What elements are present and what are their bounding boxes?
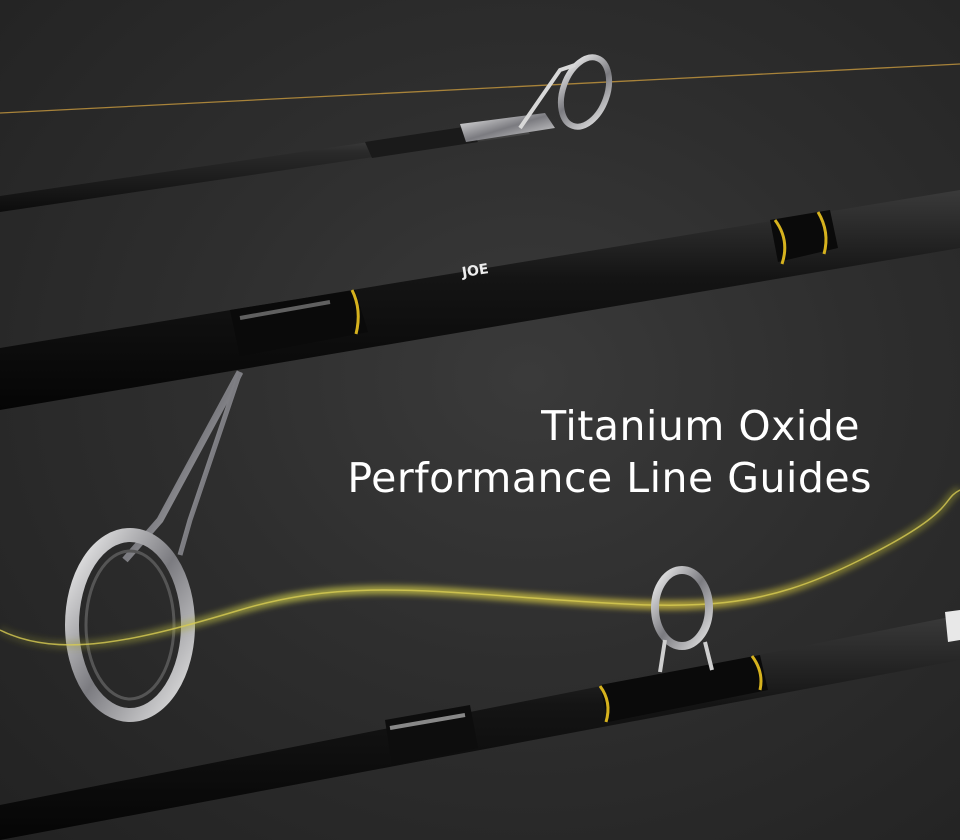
headline-line-2: Performance Line Guides	[347, 454, 872, 502]
rod-middle-section: JOE	[0, 190, 960, 410]
headline: Titanium Oxide Performance Line Guides	[347, 400, 872, 504]
large-line-guide	[65, 370, 244, 722]
rod-butt-section	[0, 610, 960, 840]
small-line-guide	[651, 566, 714, 673]
rod-tip-section	[0, 54, 613, 212]
rod-label: JOE	[460, 261, 490, 281]
fishing-line-glow	[0, 485, 960, 650]
fishing-line-top	[0, 63, 960, 114]
headline-line-1: Titanium Oxide	[541, 402, 860, 450]
